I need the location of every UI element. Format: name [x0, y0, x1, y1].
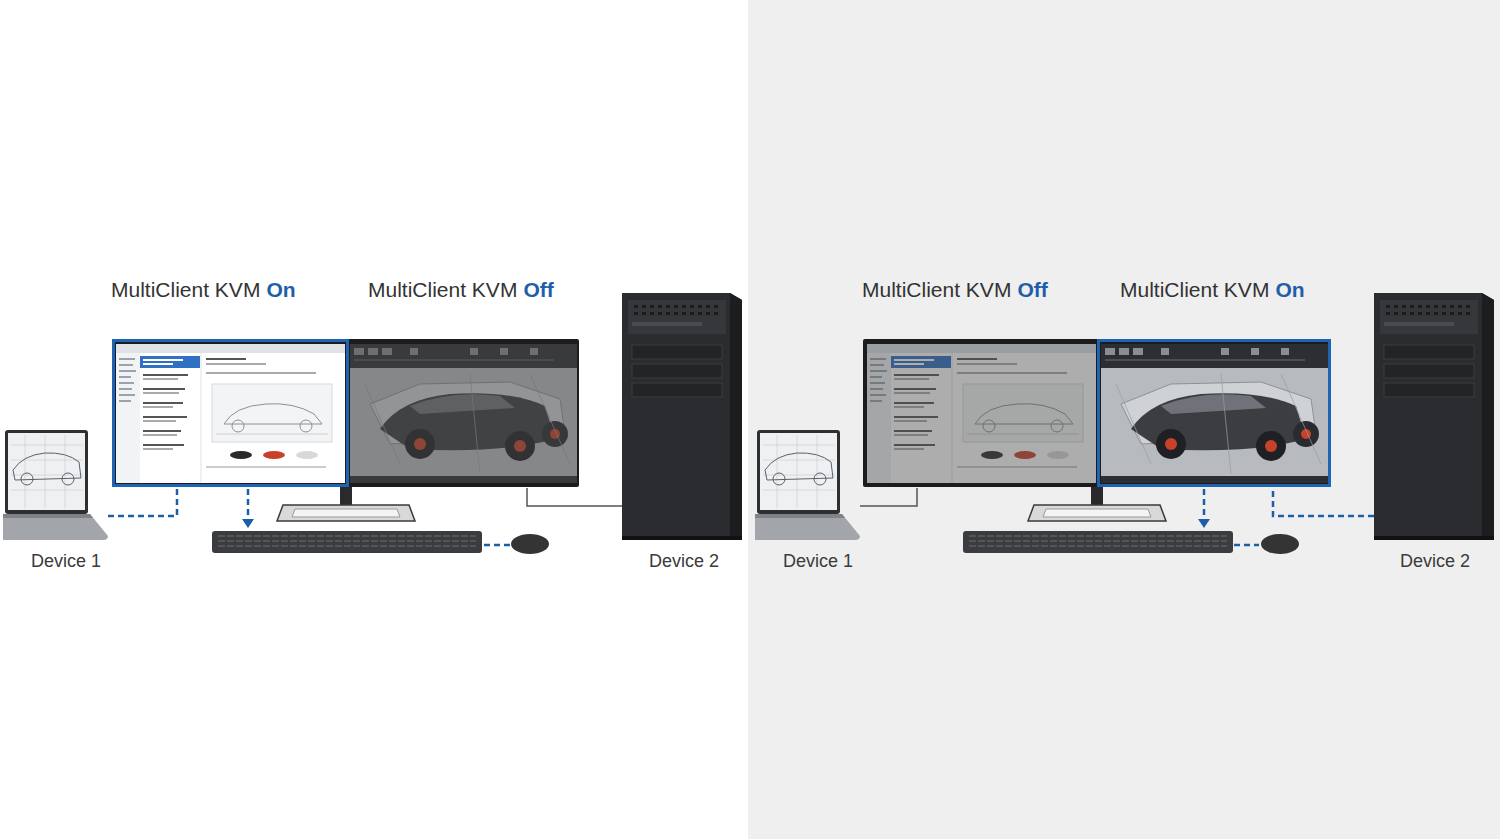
state-heading: MultiClient KVM — [368, 278, 517, 302]
state-word: On — [266, 278, 295, 302]
state-heading: MultiClient KVM — [111, 278, 260, 302]
state-heading: MultiClient KVM — [1120, 278, 1269, 302]
state-word: On — [1275, 278, 1304, 302]
device-label: Device 2 — [1400, 551, 1470, 572]
state-word: Off — [1017, 278, 1047, 302]
device-label: Device 2 — [649, 551, 719, 572]
device-label: Device 1 — [783, 551, 853, 572]
state-heading: MultiClient KVM — [862, 278, 1011, 302]
left-scene — [3, 293, 742, 554]
state-word: Off — [523, 278, 553, 302]
right-scene — [755, 293, 1494, 554]
panel-ground — [748, 0, 1500, 839]
device-label: Device 1 — [31, 551, 101, 572]
